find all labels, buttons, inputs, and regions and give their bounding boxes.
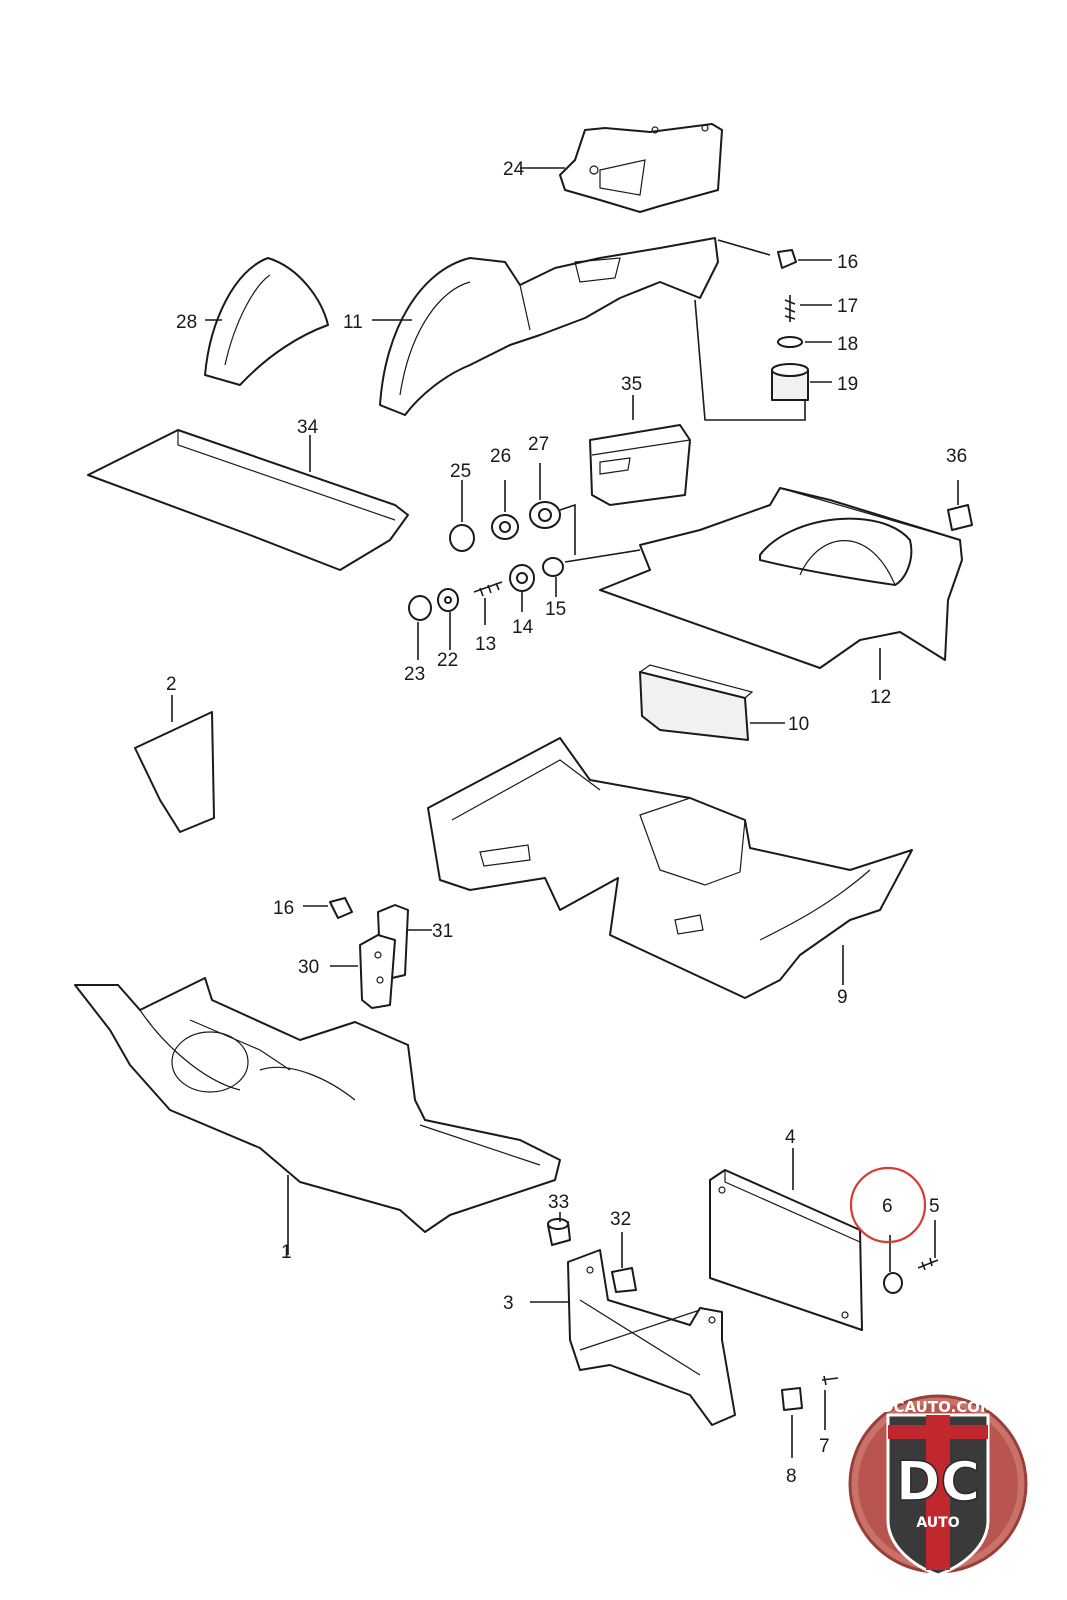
label-35: 35 [621,374,642,395]
part-15-ring [542,557,564,597]
part-18-washer [777,336,832,348]
label-11: 11 [343,312,363,333]
part-19-spacer [771,363,832,401]
label-3: 3 [503,1293,514,1314]
label-25: 25 [450,461,471,482]
label-16-top: 16 [837,252,858,273]
part-36-clip [947,480,973,531]
label-4: 4 [785,1127,796,1148]
part-8-clip [781,1387,803,1458]
label-13: 13 [475,634,496,655]
part-3-bracket [530,1249,736,1426]
label-34: 34 [297,417,319,438]
part-5-screw [917,1220,939,1271]
label-1: 1 [281,1242,292,1263]
part-4-board [709,1148,863,1331]
label-2: 2 [166,674,177,695]
part-24-panel [520,123,723,213]
label-12: 12 [870,687,891,708]
part-34-shelf [87,429,409,571]
label-28: 28 [176,312,197,333]
part-1-front-floor [74,977,561,1255]
part-12-carpet [599,487,963,680]
part-10-mat [639,664,785,741]
label-8: 8 [786,1466,797,1487]
label-19: 19 [837,374,858,395]
part-11-wheel-housing [372,237,806,421]
logo-mark: DC [896,1450,980,1513]
part-25-plug [449,480,475,552]
part-6-nut [883,1235,903,1294]
part-16-clip-lower [303,897,353,919]
label-9: 9 [837,987,848,1008]
label-33: 33 [548,1192,569,1213]
label-23: 23 [404,664,425,685]
part-17-screw [784,295,832,322]
part-2-panel [134,695,215,833]
label-31: 31 [432,921,453,942]
label-10: 10 [788,714,809,735]
part-9-floor-carpet [427,737,913,999]
label-26: 26 [490,446,511,467]
logo-bottom-text: AUTO [916,1515,959,1531]
part-13-screw [473,581,503,625]
part-7-screw [821,1375,839,1430]
part-14-grommet [509,564,535,612]
label-30: 30 [298,957,319,978]
part-30-trim [330,934,396,1009]
label-16-bottom: 16 [273,898,294,919]
part-28-liner [204,257,329,386]
label-5: 5 [929,1196,940,1217]
dcauto-logo: DCAUTO.COM DC AUTO [848,1394,1028,1577]
part-33-bumper [547,1212,571,1246]
part-32-bumper [611,1232,637,1293]
part-22-nut [437,588,459,650]
label-18: 18 [837,334,858,355]
part-35-box [589,395,691,506]
highlight-circle-part-6 [849,1166,927,1244]
label-7: 7 [819,1436,830,1457]
label-24: 24 [503,159,525,180]
label-36: 36 [946,446,967,467]
label-6: 6 [882,1196,893,1217]
part-27-grommet [529,463,576,555]
label-17: 17 [837,296,858,317]
label-15: 15 [545,599,566,620]
part-23-ring [408,595,432,660]
logo-top-text: DCAUTO.COM [881,1398,995,1416]
label-22: 22 [437,650,458,671]
part-26-grommet [491,480,519,540]
label-14: 14 [512,617,534,638]
label-27: 27 [528,434,549,455]
part-16-clip [777,249,832,269]
label-32: 32 [610,1209,631,1230]
